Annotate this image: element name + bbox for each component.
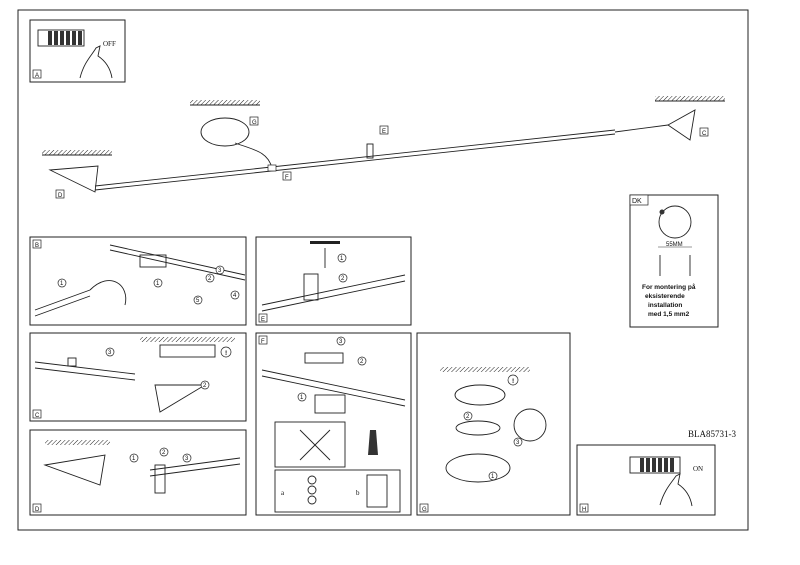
ceiling-canopy: [200, 117, 250, 147]
dk-dimension: 55MM: [666, 242, 683, 248]
step-number: 1: [156, 281, 160, 287]
overview-label-e: E: [382, 129, 386, 135]
step-number: 1: [300, 395, 304, 401]
step-number: 3: [218, 268, 222, 274]
mounting-plate: [454, 384, 506, 406]
left-shade: [48, 165, 99, 193]
svg-text:!: !: [512, 378, 514, 385]
fuse-box-icon: [37, 29, 85, 47]
hand-icon: [89, 280, 127, 306]
dk-note-line1: For montering på: [642, 283, 696, 291]
warning-icon: [220, 346, 232, 358]
canopy-base: [455, 420, 501, 436]
figure-label-h: H: [582, 507, 586, 513]
right-shade: [667, 109, 696, 141]
overview-label-g: G: [252, 120, 257, 126]
switch-on-label: ON: [693, 465, 703, 473]
figure-label-d: D: [35, 507, 40, 513]
figure-label-f: F: [261, 339, 265, 345]
dk-box: DK 55MM For montering på eksisterende in…: [629, 194, 719, 328]
step-number: 4: [233, 293, 237, 299]
panel-h: H ON: [576, 444, 716, 516]
overview-label-c: C: [702, 131, 707, 137]
step-number: 1: [132, 456, 136, 462]
figure-label-a: A: [35, 73, 39, 79]
figure-label-b: B: [35, 243, 39, 249]
sheet-frame: [17, 9, 749, 531]
step-number: 3: [339, 339, 343, 345]
document-code: BLA85731-3: [688, 429, 736, 439]
terminal-block: [314, 394, 346, 414]
panel-d: D 1 2 3: [29, 429, 247, 516]
switch-off-label: OFF: [103, 40, 116, 48]
support-rod: [94, 129, 616, 187]
hand-icon: [79, 45, 113, 79]
rod-clip: [303, 273, 319, 301]
step-number: 3: [516, 440, 520, 446]
step-number: 3: [185, 456, 189, 462]
wiring-detail: [513, 408, 547, 442]
step-number: 2: [360, 359, 364, 365]
mounting-bracket: [154, 464, 166, 494]
dk-note-line4: med 1,5 mm2: [648, 311, 690, 318]
warning-icon: [507, 374, 519, 386]
fuse-box-icon: [629, 456, 681, 474]
canopy-cover: [445, 453, 511, 483]
step-number: 2: [466, 414, 470, 420]
step-number: 2: [162, 450, 166, 456]
panel-c: C ! 3 2: [29, 332, 247, 422]
rod-connector: [139, 254, 167, 268]
dk-note-line3: installation: [648, 302, 682, 309]
panel-f: F 3 2 1 a b: [255, 332, 412, 516]
overview: G F E D C: [42, 96, 725, 199]
mounting-bracket: [159, 344, 216, 358]
step-number: 1: [60, 281, 64, 287]
panel-g: G ! 1 2 3: [416, 332, 571, 516]
step-number: 1: [340, 256, 344, 262]
panel-b: B 1 2 3 4 5 1: [29, 236, 247, 326]
figure-label-c: C: [35, 413, 40, 419]
correct-wiring-box: [274, 469, 401, 513]
panel-e: E 1 2: [255, 236, 412, 326]
panel-a: OFF A: [29, 19, 126, 83]
cover-plate: [304, 352, 344, 364]
wiring-label-b: b: [356, 489, 360, 497]
figure-label-g: G: [422, 507, 427, 513]
step-number: 2: [203, 383, 207, 389]
shade-c: [154, 384, 207, 413]
step-number: 2: [341, 276, 345, 282]
shade-d: [43, 454, 106, 486]
mounting-plate-icon: [658, 205, 692, 239]
overview-label-f: F: [285, 175, 289, 181]
hand-icon: [659, 473, 693, 507]
step-number: 1: [491, 474, 495, 480]
switch-row: [48, 31, 82, 45]
wrong-wiring-box: [274, 421, 346, 468]
step-number: 2: [208, 276, 212, 282]
wiring-label-a: a: [281, 489, 285, 497]
figure-label-e: E: [261, 317, 265, 323]
step-number: 3: [108, 350, 112, 356]
screwdriver-icon: [368, 430, 378, 455]
dk-tag: DK: [632, 198, 642, 205]
step-number: 5: [196, 298, 200, 304]
svg-text:!: !: [225, 350, 227, 357]
dk-note-line2: eksisterende: [645, 293, 685, 300]
overview-label-d: D: [58, 193, 63, 199]
